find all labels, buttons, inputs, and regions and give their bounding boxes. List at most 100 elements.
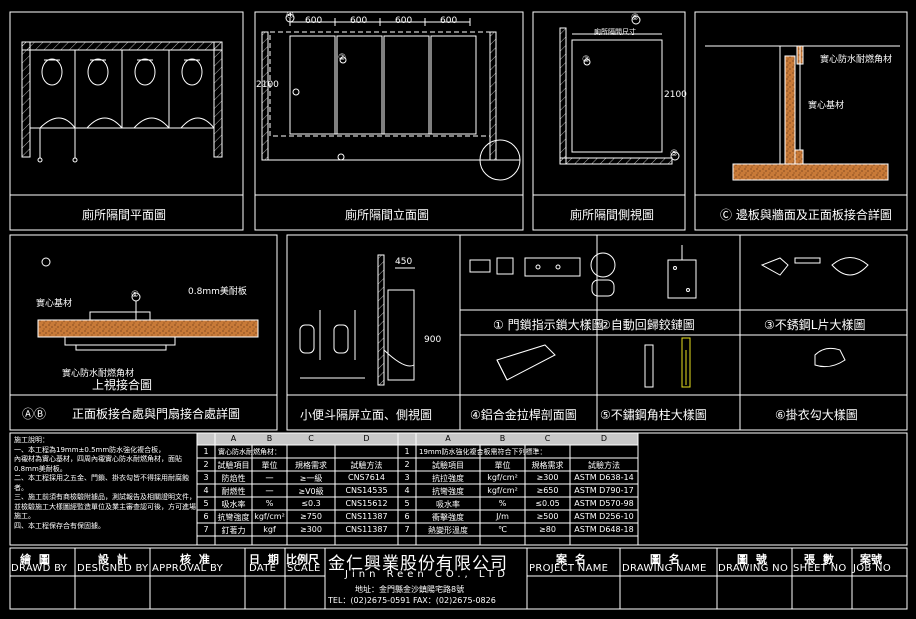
- table2-col-d: D: [600, 434, 608, 443]
- rail-detail-title: ④鋁合金拉桿剖面圖: [470, 408, 577, 422]
- dim-600-4: 600: [440, 16, 458, 26]
- table2-header-item: 試驗項目: [432, 461, 464, 470]
- table1-header-req: 規格需求: [295, 461, 327, 470]
- table2-r4-unit: J/m: [496, 512, 509, 521]
- table1-rownum-1: 1: [203, 447, 209, 456]
- tb-job-zh: 案號: [860, 553, 882, 566]
- table2-rownum-7: 7: [404, 525, 410, 534]
- table2-header-req: 規格需求: [531, 461, 564, 470]
- tb-project-en: PROJECT NAME: [529, 563, 609, 574]
- table2-r5-method: ASTM D648-18: [574, 525, 634, 534]
- table1-r5-req: ≥300: [300, 525, 322, 534]
- table1-r1-req: ≥一級: [299, 474, 323, 483]
- table1-rownum-3: 3: [203, 473, 209, 482]
- table1-r1-item: 防焰性: [221, 474, 246, 483]
- notes-title: 施工說明：: [14, 436, 49, 444]
- table1-col-d: D: [363, 434, 370, 443]
- marker-2: ②: [338, 53, 347, 63]
- tb-drawn-en: DRAWD BY: [11, 563, 68, 574]
- notes-line-1: 一、本工程為19mm±0.5mm防水強化複合板，: [14, 445, 166, 454]
- joint-callout-bottom: 實心防水耐燃角材: [62, 369, 135, 379]
- table1-header-method: 試驗方法: [350, 461, 383, 470]
- tb-date-en: DATE: [249, 563, 277, 574]
- table2-r3-item: 吸水率: [436, 500, 460, 509]
- table1-r1-unit: 一: [265, 474, 274, 483]
- table1-r4-method: CNS11387: [345, 512, 388, 521]
- table2-r2-req: ≥650: [536, 486, 559, 495]
- marker-6: ⑥: [631, 13, 640, 23]
- tb-drawing-no-en: DRAWING NO: [718, 563, 789, 574]
- table2-col-a: A: [445, 434, 451, 443]
- table2-title: 19mm防水強化複合板需符合下列標準：: [419, 448, 547, 456]
- table2-r3-unit: %: [498, 499, 507, 508]
- table2-r2-unit: kgf/cm²: [487, 486, 518, 495]
- table2-r5-item: 熱變形溫度: [428, 526, 468, 535]
- dim-2100-side: 2100: [664, 90, 687, 100]
- table1-rownum-2: 2: [203, 460, 209, 469]
- table2-r1-item: 抗拉強度: [432, 474, 464, 483]
- urinal-view-drawing: [299, 254, 415, 386]
- bracket-detail-title: ③不銹鋼L片大樣圖: [764, 318, 866, 332]
- table1-col-b: B: [266, 434, 273, 443]
- edge-callout-core: 實心基材: [808, 101, 845, 111]
- tb-drawing-en: DRAWING NAME: [622, 563, 707, 574]
- table2-r1-req: ≥300: [536, 473, 559, 482]
- table2-r3-method: ASTM D570-98: [574, 499, 634, 508]
- dim-900: 900: [424, 335, 442, 345]
- table1-r4-unit: kgf/cm²: [254, 512, 285, 521]
- table2-r2-method: ASTM D790-17: [574, 486, 634, 495]
- tb-address: 地址：金門縣金沙鎮陽宅路8號: [355, 585, 465, 594]
- table1-r5-method: CNS11387: [345, 525, 388, 534]
- table2-r2-item: 抗彎強度: [432, 487, 464, 496]
- dim-450: 450: [395, 257, 413, 267]
- dim-2100-elev: 2100: [256, 80, 279, 90]
- table1-r3-req: ≤0.3: [301, 499, 321, 508]
- table2-r3-req: ≤0.05: [535, 499, 560, 508]
- table1-r5-item: 釘著力: [221, 526, 246, 535]
- marker-3: ③: [582, 55, 591, 65]
- tb-company-en: Jinn Reen CO., LTD: [345, 569, 509, 580]
- tb-phone: TEL：(02)2675-0591 FAX：(02)2675-0826: [328, 596, 496, 605]
- notes-line-5: 四、本工程保存合有保固據。: [14, 521, 105, 530]
- table1-r1-method: CNS7614: [347, 473, 385, 482]
- table2-header-method: 試驗方法: [588, 461, 620, 470]
- table1-rownum-4: 4: [203, 486, 209, 495]
- table1-r3-item: 吸水率: [221, 500, 246, 509]
- table2-rownum-1: 1: [404, 447, 410, 456]
- joint-callout-sub: 上視接合圖: [92, 378, 153, 392]
- dim-side-top: 廁所隔間尺寸: [594, 28, 636, 36]
- table1-col-a: A: [230, 434, 237, 443]
- table1-rownum-5: 5: [203, 499, 209, 508]
- table1-r2-method: CNS14535: [345, 486, 388, 495]
- tb-drawing-no-zh: 圖 號: [737, 553, 769, 566]
- construction-notes: 施工說明： 一、本工程為19mm±0.5mm防水強化複合板， 內襯材為實心基材，…: [14, 436, 199, 531]
- title-block-frame: [9, 547, 908, 610]
- tb-sheet-en: SHEET NO: [793, 563, 847, 574]
- dim-600-2: 600: [350, 16, 368, 26]
- joint-callout-core: 實心基材: [36, 299, 73, 309]
- table2-rownum-3: 3: [404, 473, 410, 482]
- table2-rownum-5: 5: [404, 499, 410, 508]
- plan-view-title: 廁所隔間平面圖: [82, 208, 167, 222]
- notes-line-3: 二、本工程採用之五金、門鎖、掛衣勾皆不得採用耐腐蝕者。: [14, 474, 189, 492]
- table1-r2-unit: 一: [265, 487, 274, 496]
- lock-detail-title: ① 門鎖指示鎖大樣圖: [493, 318, 604, 332]
- post-detail-title: ⑤不鏽鋼角柱大樣圖: [600, 408, 707, 422]
- joint-callout-sheet: 0.8mm美耐板: [188, 287, 247, 297]
- table1-r2-item: 耐燃性: [221, 487, 246, 496]
- tb-company-zh: 金仁興業股份有限公司: [328, 554, 508, 574]
- marker-1: ①: [131, 290, 140, 300]
- notes-line-2: 內襯材為實心基材，四周內襯實心防水耐燃角材，面貼0.8mm美耐板。: [14, 455, 182, 473]
- side-view-title: 廁所隔間側視圖: [570, 208, 655, 222]
- table2-r5-req: ≥80: [539, 525, 556, 534]
- table2-col-b: B: [499, 434, 506, 443]
- table2-r1-method: ASTM D638-14: [574, 473, 634, 482]
- table1-header-item: 試驗項目: [217, 461, 250, 470]
- tb-approval-zh: 核 准: [180, 553, 212, 566]
- marker-5: ⑤: [670, 149, 679, 159]
- table1-r3-method: CNS15612: [345, 499, 388, 508]
- dim-600-1: 600: [305, 16, 323, 26]
- marker-4: ④: [286, 11, 295, 21]
- elevation-view-drawing: [261, 13, 521, 181]
